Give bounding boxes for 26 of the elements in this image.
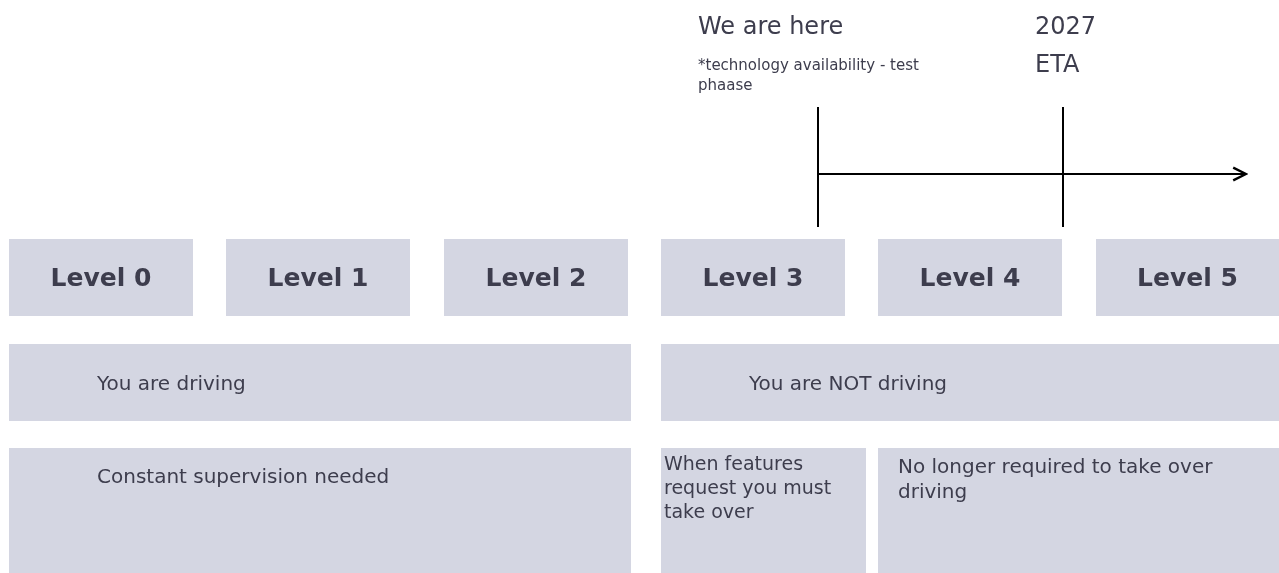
box-text: Level 0 bbox=[50, 263, 152, 292]
level-box bbox=[1096, 239, 1279, 316]
box-text: When features request you must take over bbox=[664, 452, 833, 524]
note-text: *technology availability - test phaase bbox=[698, 55, 920, 96]
level-box bbox=[661, 239, 845, 316]
box-text: Level 1 bbox=[267, 263, 369, 292]
description-box bbox=[661, 344, 1279, 421]
level-box bbox=[9, 239, 193, 316]
box-text: You are NOT driving bbox=[749, 370, 948, 395]
box-text: Level 2 bbox=[485, 263, 587, 292]
box-text: Constant supervision needed bbox=[97, 464, 390, 488]
description-box bbox=[878, 448, 1279, 573]
box-text: Level 4 bbox=[919, 263, 1021, 292]
box-text: Level 3 bbox=[702, 263, 804, 292]
level-box bbox=[878, 239, 1062, 316]
level-box bbox=[444, 239, 628, 316]
box-text: You are driving bbox=[97, 370, 246, 395]
box-text: Level 5 bbox=[1137, 263, 1238, 292]
description-box bbox=[661, 448, 866, 573]
box-text: No longer required to take over driving bbox=[898, 454, 1214, 504]
description-box bbox=[9, 448, 631, 573]
milestone-label: ETA bbox=[1035, 50, 1080, 78]
level-box bbox=[226, 239, 410, 316]
marker-label: We are here bbox=[698, 12, 844, 40]
year-label: 2027 bbox=[1035, 12, 1097, 40]
description-box bbox=[9, 344, 631, 421]
